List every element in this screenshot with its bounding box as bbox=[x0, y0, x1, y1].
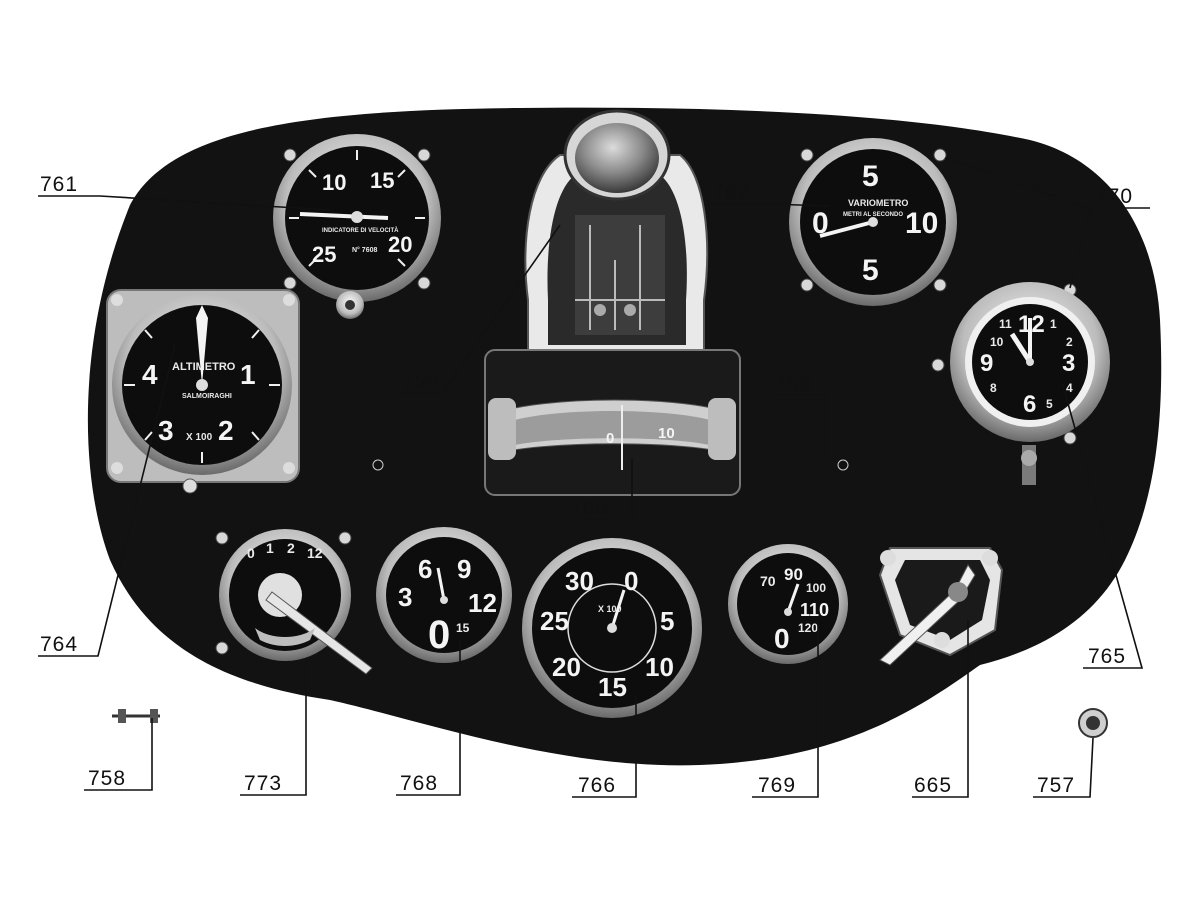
callout-766: 766 bbox=[578, 774, 616, 797]
airspeed-needle bbox=[299, 212, 389, 220]
airspeed-scale-10: 10 bbox=[322, 170, 346, 195]
callout-765: 765 bbox=[1088, 645, 1126, 668]
lever-control bbox=[878, 547, 1004, 666]
callout-758: 758 bbox=[88, 767, 126, 790]
gauge766-scale-30: 30 bbox=[565, 566, 594, 596]
clock-5: 5 bbox=[1046, 397, 1053, 411]
gauge766-scale-25: 25 bbox=[540, 606, 569, 636]
airspeed-scale-15: 15 bbox=[370, 168, 394, 193]
clock-11: 11 bbox=[999, 317, 1012, 331]
clock-1: 1 bbox=[1050, 317, 1057, 331]
gauge-766: 30 0 25 5 20 10 15 X 100 bbox=[522, 538, 702, 718]
gauge769-scale-90: 90 bbox=[784, 565, 803, 584]
compass-assembly: 0 10 bbox=[484, 109, 741, 496]
callout-numbers: 761 762 770 759 760 756 764 765 758 773 … bbox=[40, 173, 1133, 797]
gauge769-scale-100: 100 bbox=[806, 581, 826, 595]
callout-761: 761 bbox=[40, 173, 78, 196]
gauge769-scale-70: 70 bbox=[760, 573, 776, 589]
compass-card-0: 0 bbox=[606, 430, 614, 447]
compass-card-10: 10 bbox=[658, 425, 675, 442]
altimeter-scale-1: 1 bbox=[240, 359, 256, 390]
altimeter-label: ALTIMETRO bbox=[172, 361, 236, 373]
gauge-769: 70 90 100 110 120 0 bbox=[728, 544, 848, 664]
variometer-label: VARIOMETRO bbox=[848, 198, 908, 208]
callout-770: 770 bbox=[1095, 185, 1133, 208]
gauge766-factor: X 100 bbox=[598, 604, 622, 614]
gauge766-scale-0: 0 bbox=[624, 566, 638, 596]
altimeter-scale-4: 4 bbox=[142, 359, 158, 390]
part-757 bbox=[1078, 708, 1108, 738]
gauge766-scale-5: 5 bbox=[660, 606, 674, 636]
variometer-scale-0: 0 bbox=[812, 207, 829, 240]
part-758 bbox=[112, 709, 160, 723]
clock-4: 4 bbox=[1066, 381, 1073, 395]
altimeter-needle bbox=[196, 305, 208, 385]
gauge766-scale-10: 10 bbox=[645, 652, 674, 682]
altimeter: 4 1 3 2 ALTIMETRO SALMOIRAGHI X 100 bbox=[106, 289, 300, 494]
variometer-sublabel: METRI AL SECONDO bbox=[843, 212, 903, 218]
gauge769-scale-120: 120 bbox=[798, 621, 818, 635]
clock-2: 2 bbox=[1066, 335, 1073, 349]
clock: 12 9 3 6 10 8 4 5 11 1 2 bbox=[950, 282, 1110, 485]
clock-8: 8 bbox=[990, 381, 997, 395]
leader-lines bbox=[38, 157, 1150, 798]
clock-6: 6 bbox=[1023, 391, 1036, 418]
clock-10: 10 bbox=[990, 335, 1004, 349]
gauge768-scale-0: 0 bbox=[428, 613, 450, 657]
callout-768: 768 bbox=[400, 772, 438, 795]
selector-gauge: 0 1 2 12 bbox=[219, 529, 373, 675]
airspeed-indicator: 10 15 20 25 INDICATORE DI VELOCITÀ N° 76… bbox=[273, 134, 441, 319]
clock-3: 3 bbox=[1062, 350, 1075, 377]
gauge768-scale-9: 9 bbox=[457, 554, 471, 584]
selector-scale-2: 2 bbox=[287, 540, 295, 556]
variometer: 5 0 10 5 VARIOMETRO METRI AL SECONDO bbox=[789, 138, 957, 306]
selector-scale-1: 1 bbox=[266, 540, 274, 556]
gauge769-scale-110: 110 bbox=[800, 600, 829, 620]
callout-762: 762 bbox=[712, 181, 750, 204]
altimeter-factor: X 100 bbox=[186, 432, 213, 443]
variometer-needle bbox=[819, 220, 874, 238]
variometer-scale-up-5: 5 bbox=[862, 160, 879, 193]
gauge768-scale-3: 3 bbox=[398, 582, 412, 612]
clock-9: 9 bbox=[980, 350, 993, 377]
gauge768-scale-15: 15 bbox=[456, 621, 470, 635]
gauge-768: 6 9 3 12 0 15 bbox=[376, 527, 512, 663]
gauge768-scale-6: 6 bbox=[418, 554, 432, 584]
selector-lever bbox=[265, 591, 373, 675]
airspeed-scale-20: 20 bbox=[388, 232, 412, 257]
altimeter-scale-3: 3 bbox=[158, 415, 174, 446]
callout-769: 769 bbox=[758, 774, 796, 797]
altimeter-scale-2: 2 bbox=[218, 415, 234, 446]
airspeed-serial: N° 7608 bbox=[352, 246, 377, 254]
gauge768-scale-12: 12 bbox=[468, 588, 497, 618]
selector-scale-12: 12 bbox=[307, 545, 323, 561]
callout-756: 756 bbox=[774, 372, 812, 395]
selector-scale-0: 0 bbox=[247, 545, 255, 561]
airspeed-scale-25: 25 bbox=[312, 242, 336, 267]
callout-759: 759 bbox=[402, 370, 440, 393]
callout-773: 773 bbox=[244, 772, 282, 795]
callout-757: 757 bbox=[1037, 774, 1075, 797]
gauge766-scale-20: 20 bbox=[552, 652, 581, 682]
altimeter-maker: SALMOIRAGHI bbox=[182, 393, 232, 400]
callout-760: 760 bbox=[570, 497, 608, 520]
callout-764: 764 bbox=[40, 633, 78, 656]
variometer-scale-10: 10 bbox=[905, 207, 938, 240]
airspeed-label: INDICATORE DI VELOCITÀ bbox=[322, 227, 399, 234]
clock-hour-hand bbox=[1009, 332, 1033, 364]
variometer-scale-down-5: 5 bbox=[862, 254, 879, 287]
gauge769-scale-0: 0 bbox=[774, 623, 790, 654]
gauge766-scale-15: 15 bbox=[598, 672, 627, 702]
callout-665: 665 bbox=[914, 774, 952, 797]
